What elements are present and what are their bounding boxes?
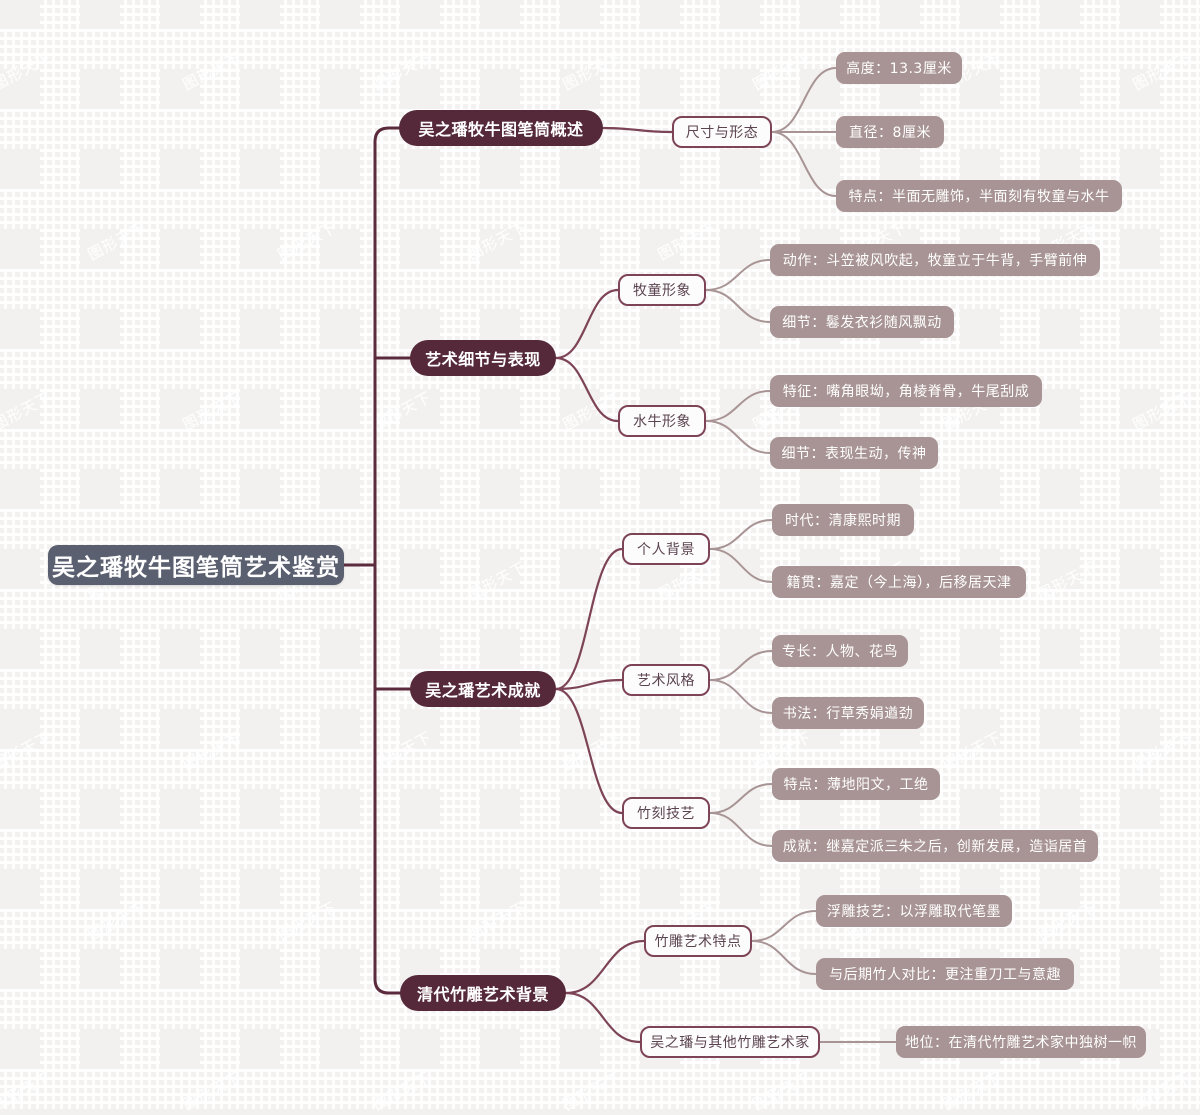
mindmap-subtopic-node-label: 牧童形象 (633, 283, 691, 299)
mindmap-subtopic-node-label: 水牛形象 (633, 414, 691, 430)
mindmap-leaf-node[interactable]: 成就：继嘉定派三朱之后，创新发展，造诣居首 (772, 830, 1098, 862)
mindmap-subtopic-node[interactable]: 艺术风格 (622, 664, 710, 696)
connector-subtopic-leaf (709, 650, 773, 681)
mindmap-leaf-node-label: 与后期竹人对比：更注重刀工与意趣 (829, 967, 1061, 983)
mindmap-subtopic-node[interactable]: 竹刻技艺 (622, 797, 710, 829)
connector-branch-subtopic (554, 547, 624, 691)
connector-subtopic-leaf (705, 420, 771, 454)
mindmap-subtopic-node[interactable]: 尺寸与形态 (672, 116, 772, 148)
mindmap-leaf-node[interactable]: 地位：在清代竹雕艺术家中独树一帜 (896, 1026, 1146, 1058)
mindmap-branch-node[interactable]: 清代竹雕艺术背景 (400, 975, 566, 1011)
mindmap-root-node[interactable]: 吴之璠牧牛图笔筒艺术鉴赏 (48, 545, 344, 585)
mindmap-subtopic-node-label: 竹雕艺术特点 (654, 934, 742, 950)
mindmap-subtopic-node-label: 尺寸与形态 (685, 125, 759, 141)
mindmap-leaf-node[interactable]: 特点：半面无雕饰，半面刻有牧童与水牛 (836, 180, 1122, 212)
mindmap-leaf-node[interactable]: 细节：鬈发衣衫随风飘动 (770, 306, 954, 338)
connector-branch-subtopic (554, 678, 624, 691)
mindmap-leaf-node[interactable]: 细节：表现生动，传神 (770, 437, 938, 469)
mindmap-leaf-node-label: 地位：在清代竹雕艺术家中独树一帜 (905, 1035, 1137, 1051)
mindmap-leaf-node-label: 浮雕技艺：以浮雕取代笔墨 (827, 904, 1001, 920)
connector-subtopic-leaf (705, 390, 771, 422)
mindmap-leaf-node[interactable]: 籍贯：嘉定（今上海），后移居天津 (772, 566, 1026, 598)
mindmap-leaf-node-label: 成就：继嘉定派三朱之后，创新发展，造诣居首 (782, 839, 1088, 855)
mindmap-leaf-node-label: 特点：薄地阳文，工绝 (783, 777, 929, 793)
mindmap-leaf-node[interactable]: 浮雕技艺：以浮雕取代笔墨 (816, 895, 1012, 927)
mindmap-leaf-node-label: 专长：人物、花鸟 (782, 644, 898, 660)
mindmap-leaf-node-label: 特征：嘴角眼坳，角棱脊骨，牛尾刮成 (782, 384, 1030, 400)
mindmap-leaf-node[interactable]: 时代：清康熙时期 (772, 504, 914, 536)
mindmap-branch-node[interactable]: 吴之璠牧牛图笔筒概述 (399, 110, 603, 146)
mindmap-leaf-node[interactable]: 高度：13.3厘米 (836, 52, 962, 84)
mindmap-leaf-node[interactable]: 动作：斗笠被风吹起，牧童立于牛背，手臂前伸 (770, 244, 1100, 276)
mindmap-subtopic-node-label: 个人背景 (637, 542, 695, 558)
connector-branch-subtopic (564, 991, 642, 1044)
mindmap-leaf-node[interactable]: 书法：行草秀娟遒劲 (772, 697, 924, 729)
mindmap-root-node-label: 吴之璠牧牛图笔筒艺术鉴赏 (52, 555, 340, 581)
connector-trunk-branch (373, 126, 401, 144)
connector-subtopic-leaf (751, 940, 817, 975)
connector-subtopic-leaf (705, 259, 771, 291)
mindmap-branch-node[interactable]: 吴之璠艺术成就 (410, 671, 556, 707)
mindmap-leaf-node[interactable]: 特点：薄地阳文，工绝 (772, 768, 940, 800)
mindmap-leaf-node-label: 书法：行草秀娟遒劲 (782, 706, 914, 722)
mindmap-leaf-node-label: 特点：半面无雕饰，半面刻有牧童与水牛 (848, 189, 1110, 205)
mindmap-leaf-node-label: 时代：清康熙时期 (785, 513, 901, 529)
mindmap-leaf-node[interactable]: 特征：嘴角眼坳，角棱脊骨，牛尾刮成 (770, 375, 1042, 407)
mindmap-leaf-node[interactable]: 与后期竹人对比：更注重刀工与意趣 (816, 958, 1074, 990)
mindmap-leaf-node-label: 细节：鬈发衣衫随风飘动 (782, 315, 942, 331)
connector-subtopic-leaf (709, 548, 773, 583)
connector-branch-subtopic (554, 356, 620, 423)
mindmap-leaf-node[interactable]: 专长：人物、花鸟 (772, 635, 908, 667)
mindmap-leaf-node-label: 直径：8厘米 (849, 125, 931, 141)
mindmap-subtopic-node[interactable]: 牧童形象 (618, 274, 706, 306)
mindmap-leaf-node[interactable]: 直径：8厘米 (836, 116, 944, 148)
mindmap-subtopic-node[interactable]: 个人背景 (622, 533, 710, 565)
connector-subtopic-leaf (709, 812, 773, 847)
mindmap-branch-node-label: 吴之璠艺术成就 (425, 681, 541, 700)
mindmap-branch-node-label: 艺术细节与表现 (425, 350, 541, 369)
mindmap-subtopic-node-label: 吴之璠与其他竹雕艺术家 (650, 1035, 810, 1051)
mindmap-leaf-node-label: 籍贯：嘉定（今上海），后移居天津 (786, 575, 1012, 591)
mindmap-subtopic-node-label: 艺术风格 (637, 673, 695, 689)
connector-branch-subtopic (554, 288, 620, 360)
connector-subtopic-leaf (751, 910, 817, 942)
mindmap-branch-node[interactable]: 艺术细节与表现 (410, 340, 556, 376)
connector-branch-subtopic (564, 939, 646, 995)
mindmap-leaf-node-label: 细节：表现生动，传神 (781, 446, 927, 462)
connector-subtopic-leaf (771, 67, 837, 133)
mindmap-branch-node-label: 清代竹雕艺术背景 (416, 985, 549, 1004)
mindmap-branch-node-label: 吴之璠牧牛图笔筒概述 (418, 120, 584, 139)
mindmap-subtopic-node-label: 竹刻技艺 (637, 806, 695, 822)
connector-subtopic-leaf (705, 289, 771, 323)
mindmap-leaf-node-label: 动作：斗笠被风吹起，牧童立于牛背，手臂前伸 (782, 253, 1088, 269)
connector-branch-subtopic (601, 126, 674, 134)
mindmap-subtopic-node[interactable]: 水牛形象 (618, 405, 706, 437)
connector-subtopic-leaf (709, 783, 773, 814)
connector-trunk-branch (373, 977, 402, 995)
connector-branch-subtopic (554, 687, 624, 815)
mindmap-subtopic-node[interactable]: 竹雕艺术特点 (644, 925, 752, 957)
connector-subtopic-leaf (771, 131, 837, 197)
mindmap-subtopic-node[interactable]: 吴之璠与其他竹雕艺术家 (640, 1026, 820, 1058)
connector-subtopic-leaf (709, 679, 773, 714)
connector-subtopic-leaf (709, 519, 773, 550)
mindmap-leaf-node-label: 高度：13.3厘米 (846, 61, 952, 77)
